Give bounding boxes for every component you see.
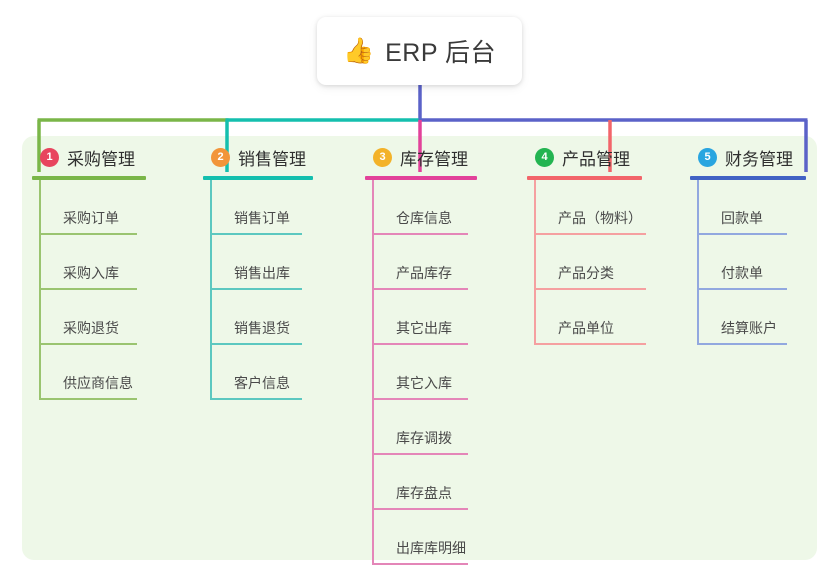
- leaf-rule: [374, 233, 468, 235]
- leaf-item[interactable]: 出库库明细: [372, 510, 477, 565]
- leaf-rule: [374, 563, 468, 565]
- thumbs-up-icon: 👍: [342, 36, 375, 65]
- leaf-rule: [699, 288, 787, 290]
- leaf-item[interactable]: 其它入库: [372, 345, 477, 400]
- leaf-item[interactable]: 采购订单: [39, 180, 146, 235]
- branch-header-3[interactable]: 3 库存管理: [365, 145, 477, 169]
- leaf-label: 产品分类: [558, 265, 614, 281]
- branch-title: 产品管理: [562, 149, 630, 169]
- leaf-label: 回款单: [721, 210, 763, 226]
- branch-title: 销售管理: [238, 149, 306, 169]
- branch-header-1[interactable]: 1 采购管理: [32, 145, 146, 169]
- branch-title: 采购管理: [67, 149, 135, 169]
- branch-header-rule: [527, 176, 642, 180]
- leaf-rule: [536, 343, 646, 345]
- branch-title: 财务管理: [725, 149, 793, 169]
- leaf-label: 产品（物料）: [558, 210, 642, 226]
- branch-number-badge: 4: [535, 147, 554, 167]
- branch-header-rule: [32, 176, 146, 180]
- branch-column-1: 1 采购管理采购订单采购入库采购退货供应商信息: [32, 145, 146, 400]
- leaf-label: 供应商信息: [63, 375, 133, 391]
- leaf-item[interactable]: 产品库存: [372, 235, 477, 290]
- leaf-label: 客户信息: [234, 375, 290, 391]
- leaf-item[interactable]: 仓库信息: [372, 180, 477, 235]
- branch-number-badge: 2: [211, 147, 230, 167]
- leaf-item[interactable]: 客户信息: [210, 345, 313, 400]
- leaf-label: 出库库明细: [396, 540, 466, 556]
- branch-leaf-list: 回款单付款单结算账户: [697, 180, 806, 345]
- leaf-rule: [212, 398, 302, 400]
- leaf-label: 仓库信息: [396, 210, 452, 226]
- leaf-item[interactable]: 结算账户: [697, 290, 806, 345]
- leaf-label: 付款单: [721, 265, 763, 281]
- diagram-panel: [22, 136, 817, 560]
- branch-leaf-list: 仓库信息产品库存其它出库其它入库库存调拨库存盘点出库库明细: [372, 180, 477, 565]
- leaf-rule: [41, 233, 137, 235]
- leaf-rule: [212, 233, 302, 235]
- leaf-label: 库存调拨: [396, 430, 452, 446]
- leaf-label: 产品单位: [558, 320, 614, 336]
- leaf-label: 其它出库: [396, 320, 452, 336]
- leaf-item[interactable]: 产品（物料）: [534, 180, 646, 235]
- branch-column-3: 3 库存管理仓库信息产品库存其它出库其它入库库存调拨库存盘点出库库明细: [365, 145, 477, 565]
- branch-number-badge: 3: [373, 147, 392, 167]
- leaf-item[interactable]: 供应商信息: [39, 345, 146, 400]
- leaf-rule: [699, 233, 787, 235]
- leaf-rule: [536, 233, 646, 235]
- root-title-card[interactable]: 👍 ERP 后台: [317, 17, 522, 85]
- root-title-text: ERP 后台: [385, 39, 497, 67]
- leaf-label: 销售订单: [234, 210, 290, 226]
- leaf-rule: [41, 288, 137, 290]
- leaf-item[interactable]: 销售出库: [210, 235, 313, 290]
- leaf-rule: [374, 508, 468, 510]
- leaf-item[interactable]: 付款单: [697, 235, 806, 290]
- leaf-item[interactable]: 其它出库: [372, 290, 477, 345]
- branch-header-5[interactable]: 5 财务管理: [690, 145, 806, 169]
- leaf-rule: [212, 343, 302, 345]
- branch-header-4[interactable]: 4 产品管理: [527, 145, 642, 169]
- branch-column-2: 2 销售管理销售订单销售出库销售退货客户信息: [203, 145, 313, 400]
- leaf-item[interactable]: 回款单: [697, 180, 806, 235]
- leaf-rule: [699, 343, 787, 345]
- leaf-item[interactable]: 产品单位: [534, 290, 646, 345]
- branch-leaf-list: 销售订单销售出库销售退货客户信息: [210, 180, 313, 400]
- leaf-rule: [41, 343, 137, 345]
- branch-title: 库存管理: [400, 149, 468, 169]
- leaf-label: 销售出库: [234, 265, 290, 281]
- leaf-rule: [374, 453, 468, 455]
- leaf-label: 结算账户: [721, 320, 777, 336]
- leaf-item[interactable]: 库存调拨: [372, 400, 477, 455]
- branch-column-4: 4 产品管理产品（物料） 产品分类产品单位: [527, 145, 646, 345]
- leaf-rule: [212, 288, 302, 290]
- branch-header-rule: [365, 176, 477, 180]
- branch-leaf-list: 采购订单采购入库采购退货供应商信息: [39, 180, 146, 400]
- branch-number-badge: 5: [698, 147, 717, 167]
- leaf-item[interactable]: 采购入库: [39, 235, 146, 290]
- leaf-item[interactable]: 采购退货: [39, 290, 146, 345]
- leaf-rule: [374, 343, 468, 345]
- leaf-item[interactable]: 库存盘点: [372, 455, 477, 510]
- leaf-rule: [374, 288, 468, 290]
- leaf-rule: [41, 398, 137, 400]
- leaf-label: 采购退货: [63, 320, 119, 336]
- leaf-label: 销售退货: [234, 320, 290, 336]
- leaf-label: 库存盘点: [396, 485, 452, 501]
- leaf-item[interactable]: 产品分类: [534, 235, 646, 290]
- branch-header-rule: [203, 176, 313, 180]
- leaf-label: 产品库存: [396, 265, 452, 281]
- leaf-label: 采购订单: [63, 210, 119, 226]
- branch-header-2[interactable]: 2 销售管理: [203, 145, 313, 169]
- leaf-item[interactable]: 销售订单: [210, 180, 313, 235]
- branch-column-5: 5 财务管理回款单付款单结算账户: [690, 145, 806, 345]
- leaf-rule: [374, 398, 468, 400]
- branch-header-rule: [690, 176, 806, 180]
- leaf-label: 采购入库: [63, 265, 119, 281]
- leaf-item[interactable]: 销售退货: [210, 290, 313, 345]
- branch-number-badge: 1: [40, 147, 59, 167]
- leaf-rule: [536, 288, 646, 290]
- leaf-label: 其它入库: [396, 375, 452, 391]
- branch-leaf-list: 产品（物料） 产品分类产品单位: [534, 180, 646, 345]
